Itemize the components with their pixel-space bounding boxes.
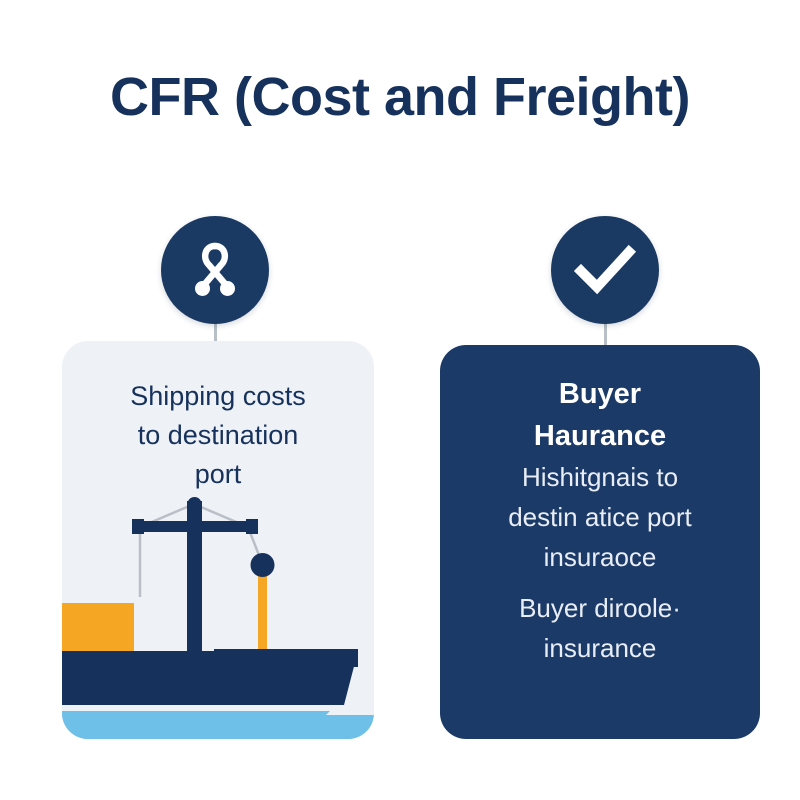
ship-mast-arm — [134, 521, 254, 532]
right-pin-stem — [604, 300, 607, 348]
buyer-insurance-body: Hishitgnais to destin atice port insurao… — [440, 457, 760, 577]
shipping-costs-line-3: port — [194, 459, 242, 489]
shipping-costs-line-1: Shipping costs — [130, 381, 306, 411]
shipping-costs-text: Shipping costs to destination port — [62, 377, 374, 494]
ship-mast — [187, 501, 202, 661]
shipping-costs-line-2: to destination — [137, 420, 299, 450]
buyer-insurance-heading-line-1: Buyer — [558, 378, 642, 410]
buyer-insurance-heading-line-2: Haurance — [533, 420, 667, 452]
shipping-costs-card: Shipping costs to destination port — [62, 341, 374, 739]
cargo-ship-illustration — [62, 479, 374, 739]
buyer-insurance-footer-line-2: insurance — [543, 633, 657, 663]
page-title: CFR (Cost and Freight) — [110, 67, 690, 127]
ship-hull — [62, 651, 358, 705]
buyer-insurance-body-line-3: insuraoce — [543, 542, 657, 572]
buyer-insurance-footer-line-1: Buyer diroole· — [519, 593, 681, 623]
left-pin-stem — [214, 300, 217, 348]
crane-head — [250, 553, 275, 577]
crane-pole — [258, 571, 267, 669]
buyer-insurance-card: Buyer Haurance Hishitgnais to destin ati… — [440, 345, 760, 739]
buyer-insurance-heading: Buyer Haurance — [440, 373, 760, 457]
check-circle-icon — [551, 216, 659, 324]
buyer-insurance-body-line-2: destin atice port — [508, 502, 692, 532]
ribbon-knot-icon — [161, 216, 269, 324]
buyer-insurance-footer: Buyer diroole· insurance — [440, 588, 760, 668]
cargo-container — [62, 603, 134, 651]
buyer-insurance-body-line-1: Hishitgnais to — [521, 462, 679, 492]
